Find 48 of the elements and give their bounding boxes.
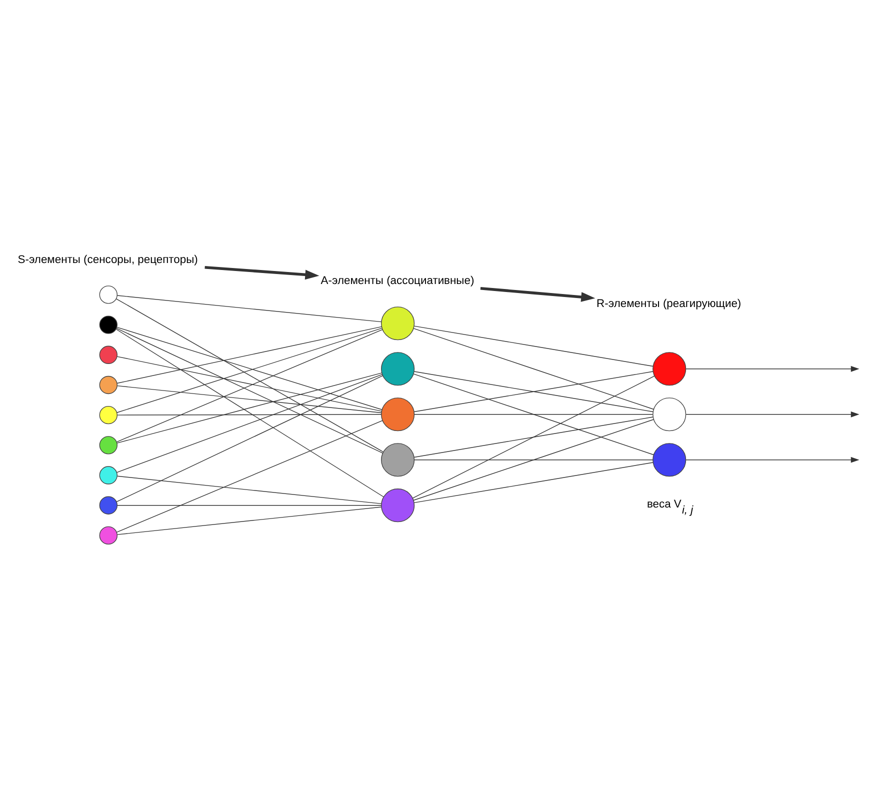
- node-circle: [381, 397, 415, 431]
- node-circle: [99, 405, 118, 424]
- connector: [116, 356, 382, 412]
- connector: [414, 416, 654, 458]
- connector: [116, 328, 384, 497]
- connector: [414, 325, 654, 366]
- node-circle: [381, 442, 415, 476]
- node-circle: [381, 352, 415, 386]
- node-circle: [99, 466, 118, 484]
- node-circle: [381, 306, 415, 340]
- connector: [414, 370, 654, 412]
- connector: [116, 372, 382, 443]
- connector: [116, 420, 383, 532]
- node-circle: [652, 352, 686, 386]
- connector: [116, 326, 382, 384]
- connector: [117, 294, 382, 322]
- connector: [412, 375, 655, 498]
- connector: [414, 459, 653, 460]
- connector: [117, 506, 382, 534]
- node-circle: [381, 488, 415, 522]
- arrow: [480, 286, 596, 302]
- node-circle: [99, 375, 118, 394]
- node-circle: [99, 496, 118, 514]
- connector: [117, 384, 382, 413]
- connector: [116, 374, 384, 502]
- arrow: [686, 410, 860, 417]
- node-circle: [99, 436, 118, 454]
- arrow: [686, 365, 860, 372]
- connector: [117, 504, 382, 506]
- node-circle: [652, 397, 686, 431]
- node-circle: [99, 526, 118, 544]
- node-circle: [99, 285, 118, 304]
- connector: [116, 298, 384, 452]
- connector: [117, 475, 382, 504]
- connector: [413, 373, 654, 455]
- node-circle: [99, 315, 118, 334]
- connector: [413, 328, 654, 410]
- node-text: S-элементы (сенсоры, рецепторы): [18, 254, 198, 266]
- connector: [413, 418, 654, 500]
- arrow: [686, 456, 860, 462]
- connector: [116, 374, 383, 472]
- node-text: R-элементы (реагирующие): [596, 298, 742, 310]
- node-circle: [99, 345, 118, 364]
- connector: [117, 414, 382, 415]
- node-circle: [652, 442, 686, 476]
- arrow: [204, 265, 320, 280]
- connector: [414, 462, 654, 503]
- node-text: А-элементы (ассоциативные): [320, 274, 474, 287]
